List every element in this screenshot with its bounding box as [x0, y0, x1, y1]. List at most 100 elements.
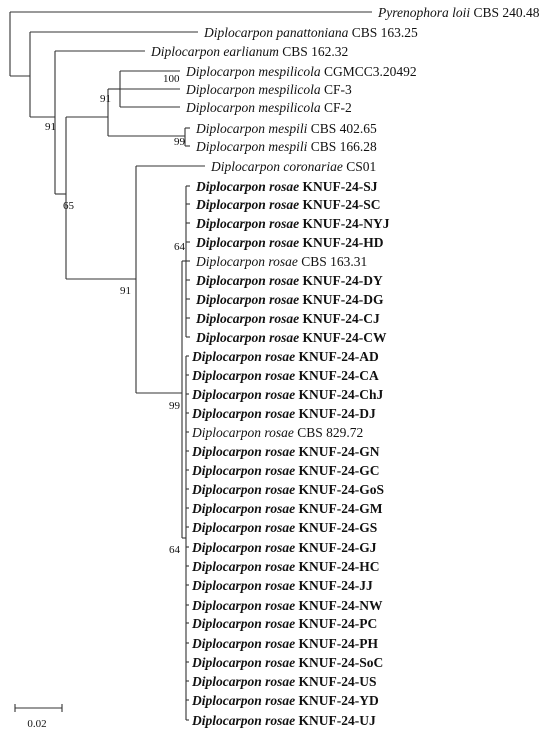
taxon-strain: CBS 162.32: [279, 44, 348, 59]
taxon-label-cw: Diplocarpon rosae KNUF-24-CW: [195, 330, 387, 345]
support-value-6: 64: [174, 241, 186, 253]
support-value-4: 91: [45, 121, 56, 133]
taxon-label-gj: Diplocarpon rosae KNUF-24-GJ: [191, 540, 377, 555]
taxon-label-dmsp2: Diplocarpon mespili CBS 166.28: [195, 139, 377, 154]
taxon-strain: KNUF-24-PC: [295, 616, 377, 631]
taxon-label-sj: Diplocarpon rosae KNUF-24-SJ: [195, 179, 378, 194]
support-value-7: 91: [120, 285, 131, 297]
taxon-species-name: Diplocarpon mespilicola: [185, 64, 321, 79]
taxon-species-name: Diplocarpon rosae: [191, 713, 295, 728]
taxon-species-name: Diplocarpon rosae: [191, 655, 295, 670]
scale-bar: 0.02: [14, 704, 63, 730]
taxon-label-gs: Diplocarpon rosae KNUF-24-GS: [191, 520, 377, 535]
taxon-label-nyj: Diplocarpon rosae KNUF-24-NYJ: [195, 216, 390, 231]
tree-branches: [9, 11, 372, 721]
taxon-label-dy: Diplocarpon rosae KNUF-24-DY: [195, 273, 383, 288]
taxon-strain: CF-2: [321, 100, 352, 115]
taxon-label-gos: Diplocarpon rosae KNUF-24-GoS: [191, 482, 384, 497]
taxon-species-name: Diplocarpon rosae: [191, 616, 295, 631]
taxon-strain: CGMCC3.20492: [321, 64, 417, 79]
taxon-strain: KNUF-24-CW: [299, 330, 387, 345]
taxon-species-name: Diplocarpon rosae: [195, 292, 299, 307]
taxon-label-yd: Diplocarpon rosae KNUF-24-YD: [191, 693, 379, 708]
taxon-label-ph: Diplocarpon rosae KNUF-24-PH: [191, 636, 378, 651]
taxon-strain: CBS 163.31: [298, 254, 367, 269]
taxon-label-cbs82972: Diplocarpon rosae CBS 829.72: [191, 425, 363, 440]
taxon-species-name: Diplocarpon rosae: [191, 387, 295, 402]
support-value-1: 100: [163, 73, 180, 85]
taxon-species-name: Diplocarpon rosae: [191, 463, 295, 478]
taxon-strain: KNUF-24-GC: [295, 463, 379, 478]
taxon-species-name: Diplocarpon rosae: [195, 330, 299, 345]
taxon-label-hc: Diplocarpon rosae KNUF-24-HC: [191, 559, 380, 574]
support-value-8: 99: [169, 400, 181, 412]
taxon-strain: KNUF-24-DG: [299, 292, 384, 307]
taxon-label-dear: Diplocarpon earlianum CBS 162.32: [150, 44, 348, 59]
taxon-species-name: Diplocarpon mespili: [195, 139, 308, 154]
taxon-strain: KNUF-24-NYJ: [299, 216, 390, 231]
taxon-species-name: Diplocarpon rosae: [191, 674, 295, 689]
taxon-species-name: Diplocarpon panattoniana: [203, 25, 349, 40]
taxon-strain: KNUF-24-HD: [299, 235, 384, 250]
taxon-label-dmes2: Diplocarpon mespilicola CF-3: [185, 82, 352, 97]
taxon-label-nw: Diplocarpon rosae KNUF-24-NW: [191, 598, 383, 613]
taxon-strain: KNUF-24-JJ: [295, 578, 373, 593]
taxon-species-name: Diplocarpon rosae: [191, 482, 295, 497]
taxon-species-name: Diplocarpon rosae: [191, 501, 295, 516]
taxon-species-name: Diplocarpon mespilicola: [185, 100, 321, 115]
taxon-strain: KNUF-24-YD: [295, 693, 379, 708]
taxon-label-jj: Diplocarpon rosae KNUF-24-JJ: [191, 578, 373, 593]
taxon-species-name: Diplocarpon rosae: [195, 311, 299, 326]
taxon-species-name: Diplocarpon mespili: [195, 121, 308, 136]
taxon-species-name: Diplocarpon coronariae: [210, 159, 343, 174]
taxon-species-name: Diplocarpon rosae: [191, 636, 295, 651]
taxon-strain: KNUF-24-GN: [295, 444, 380, 459]
taxon-strain: CBS 163.25: [348, 25, 418, 40]
taxon-label-uj: Diplocarpon rosae KNUF-24-UJ: [191, 713, 376, 728]
support-value-3: 99: [174, 136, 186, 148]
taxon-label-sc: Diplocarpon rosae KNUF-24-SC: [195, 197, 381, 212]
taxon-label-gm: Diplocarpon rosae KNUF-24-GM: [191, 501, 383, 516]
taxon-strain: CBS 829.72: [294, 425, 363, 440]
taxon-label-ca: Diplocarpon rosae KNUF-24-CA: [191, 368, 379, 383]
taxon-label-dcor: Diplocarpon coronariae CS01: [210, 159, 376, 174]
taxon-strain: KNUF-24-CA: [295, 368, 379, 383]
taxon-strain: KNUF-24-GS: [295, 520, 377, 535]
taxon-label-dmes1: Diplocarpon mespilicola CGMCC3.20492: [185, 64, 417, 79]
taxon-label-chj: Diplocarpon rosae KNUF-24-ChJ: [191, 387, 384, 402]
taxon-strain: KNUF-24-SJ: [299, 179, 378, 194]
taxon-strain: KNUF-24-GM: [295, 501, 383, 516]
taxon-species-name: Diplocarpon rosae: [195, 235, 299, 250]
scale-bar-label: 0.02: [27, 718, 46, 730]
taxon-species-name: Diplocarpon earlianum: [150, 44, 279, 59]
taxon-strain: KNUF-24-UJ: [295, 713, 376, 728]
taxon-strain: KNUF-24-HC: [295, 559, 379, 574]
taxon-label-cbs16331: Diplocarpon rosae CBS 163.31: [195, 254, 367, 269]
taxon-label-ploii: Pyrenophora loii CBS 240.48: [377, 5, 540, 20]
taxon-strain: KNUF-24-AD: [295, 349, 379, 364]
taxon-species-name: Diplocarpon rosae: [191, 693, 295, 708]
support-value-5: 65: [63, 200, 75, 212]
taxon-species-name: Diplocarpon rosae: [191, 598, 295, 613]
taxon-strain: CS01: [343, 159, 376, 174]
taxon-species-name: Diplocarpon rosae: [195, 179, 299, 194]
taxon-species-name: Diplocarpon rosae: [195, 216, 299, 231]
taxon-label-gn: Diplocarpon rosae KNUF-24-GN: [191, 444, 380, 459]
taxon-strain: KNUF-24-PH: [295, 636, 378, 651]
taxon-species-name: Diplocarpon rosae: [191, 349, 295, 364]
taxon-species-name: Diplocarpon rosae: [191, 368, 295, 383]
taxon-label-cj: Diplocarpon rosae KNUF-24-CJ: [195, 311, 380, 326]
taxon-label-soc: Diplocarpon rosae KNUF-24-SoC: [191, 655, 383, 670]
taxon-species-name: Diplocarpon rosae: [191, 444, 295, 459]
taxon-label-dj: Diplocarpon rosae KNUF-24-DJ: [191, 406, 376, 421]
taxon-species-name: Diplocarpon rosae: [191, 425, 294, 440]
taxon-species-name: Diplocarpon rosae: [195, 254, 298, 269]
support-value-2: 91: [100, 93, 111, 105]
taxon-species-name: Diplocarpon rosae: [195, 273, 299, 288]
taxon-species-name: Diplocarpon rosae: [191, 406, 295, 421]
taxon-strain: KNUF-24-NW: [295, 598, 383, 613]
taxon-species-name: Diplocarpon mespilicola: [185, 82, 321, 97]
